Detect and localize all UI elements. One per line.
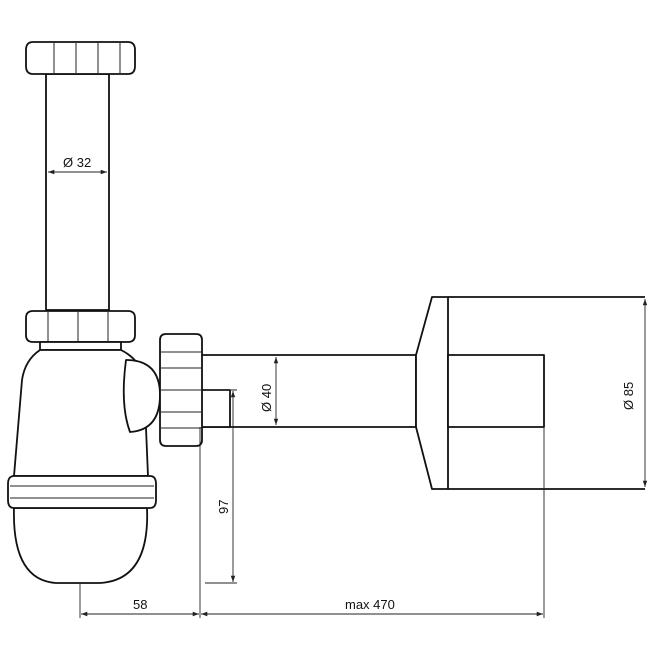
outlet-nut [159,333,203,447]
dim-inlet-diameter: Ø 32 [48,155,107,175]
inlet-tube [45,73,110,311]
bottom-nut [25,310,136,351]
label-outlet-diameter: Ø 40 [259,384,274,412]
trap-cup [7,475,157,584]
dim-outlet-diameter: Ø 40 [259,357,279,425]
dim-height: 97 [205,389,237,584]
label-inlet-diameter: Ø 32 [63,155,91,170]
dim-max-length: max 470 [201,427,545,618]
label-max-length: max 470 [345,597,395,612]
trap-body [13,349,161,477]
label-rosette-diameter: Ø 85 [621,382,636,410]
top-nut [25,41,136,75]
outlet-pipe [189,354,417,428]
dim-offset: 58 [79,427,201,618]
label-height: 97 [216,500,231,514]
wall-rosette [415,296,645,490]
label-offset: 58 [133,597,147,612]
dim-rosette-diameter: Ø 85 [621,299,648,487]
